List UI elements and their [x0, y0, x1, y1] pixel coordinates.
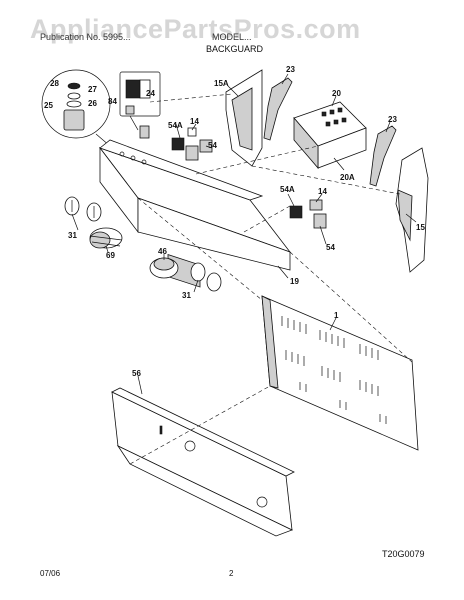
callout-26: 26 — [88, 99, 97, 108]
infinite-switch-knob — [89, 227, 123, 249]
page-header: AppliancePartsPros.com Publication No. 5… — [0, 0, 464, 60]
callout-54-upper: 54 — [208, 141, 217, 150]
page-number: 2 — [229, 569, 234, 578]
section-title: BACKGUARD — [206, 44, 264, 54]
callout-24: 24 — [146, 89, 155, 98]
side-bracket-left — [225, 69, 263, 167]
lower-trim-panel — [111, 387, 295, 537]
callout-14-lower: 14 — [318, 187, 327, 196]
callout-23-upper: 23 — [286, 65, 295, 74]
callout-1: 1 — [334, 311, 339, 320]
switch-group-upper — [171, 127, 213, 161]
callout-20a: 20A — [340, 173, 355, 182]
callout-27: 27 — [88, 85, 97, 94]
callout-54-lower: 54 — [326, 243, 335, 252]
callout-15: 15 — [416, 223, 425, 232]
callout-84: 84 — [108, 97, 117, 106]
rear-panel — [261, 295, 419, 451]
inset-knob-detail — [41, 69, 125, 159]
callout-46: 46 — [158, 247, 167, 256]
callout-31-left: 31 — [68, 231, 77, 240]
model-number: MODEL... — [212, 32, 252, 42]
oven-knob — [149, 257, 179, 279]
clock-timer — [293, 101, 367, 170]
callout-25: 25 — [44, 101, 53, 110]
end-cap-upper — [263, 77, 293, 141]
knobs-left — [64, 196, 102, 222]
callout-19: 19 — [290, 277, 299, 286]
callout-labels: 28 27 25 26 24 84 15A 23 20 20A 23 54A 1… — [44, 65, 425, 378]
publication-number: Publication No. 5995... — [40, 32, 131, 42]
drawing-code: T20G0079 — [382, 549, 425, 559]
callout-15a: 15A — [214, 79, 229, 88]
assembly-lines — [129, 93, 413, 465]
footer-date: 07/06 — [40, 569, 61, 578]
end-cap-lower — [369, 125, 397, 187]
callout-56: 56 — [132, 369, 141, 378]
callout-14-upper: 14 — [190, 117, 199, 126]
callout-20: 20 — [332, 89, 341, 98]
knobs-right — [190, 262, 222, 292]
side-bracket-right — [395, 147, 429, 273]
callout-31-right: 31 — [182, 291, 191, 300]
callout-69: 69 — [106, 251, 115, 260]
switch-group-lower — [289, 199, 327, 229]
watermark-text: AppliancePartsPros.com — [30, 14, 361, 44]
callout-54a-lower: 54A — [280, 185, 295, 194]
leader-lines — [71, 73, 417, 395]
callout-23-lower: 23 — [388, 115, 397, 124]
callout-28: 28 — [50, 79, 59, 88]
callout-54a-upper: 54A — [168, 121, 183, 130]
inset-switch-detail — [119, 71, 161, 139]
